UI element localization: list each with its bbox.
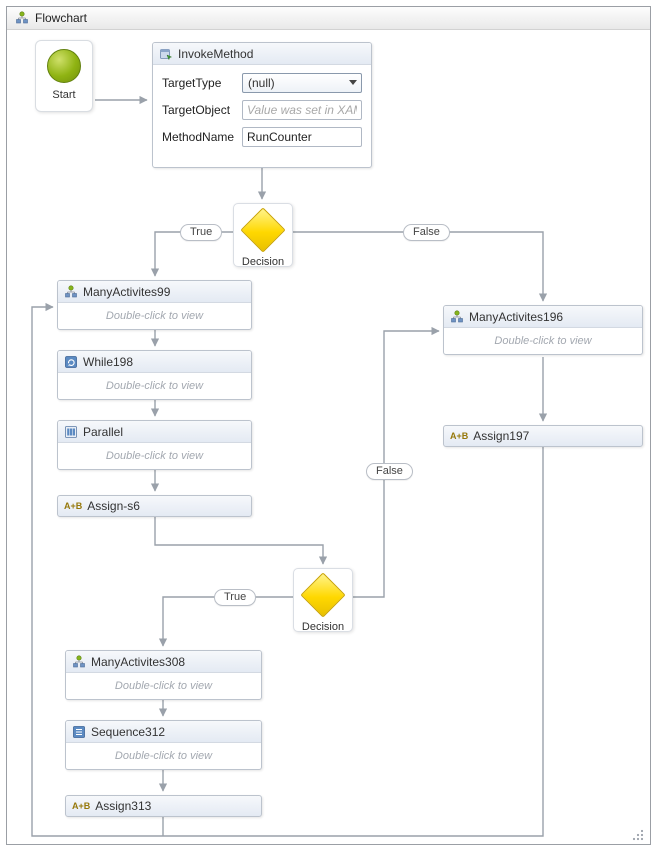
activity-header[interactable]: While198 — [58, 351, 251, 373]
activity-parallel[interactable]: Parallel Double-click to view — [57, 420, 252, 470]
double-click-hint: Double-click to view — [105, 450, 204, 462]
double-click-hint: Double-click to view — [105, 310, 204, 322]
activity-while198[interactable]: While198 Double-click to view — [57, 350, 252, 400]
activity-manyactivites99[interactable]: ManyActivites99 Double-click to view — [57, 280, 252, 330]
activity-sequence312[interactable]: Sequence312 Double-click to view — [65, 720, 262, 770]
methodname-label: MethodName — [162, 129, 235, 144]
start-circle-icon — [47, 49, 81, 83]
branch-label-false-2: False — [366, 463, 413, 480]
activity-body[interactable]: Double-click to view — [58, 373, 251, 399]
activity-title: ManyActivites308 — [91, 654, 186, 669]
assign-icon: A+B — [450, 431, 469, 441]
branch-label-true-2: True — [214, 589, 257, 606]
methodname-input[interactable] — [242, 126, 362, 147]
activity-header[interactable]: InvokeMethod — [153, 43, 371, 65]
assign-icon: A+B — [72, 801, 91, 811]
activity-header[interactable]: ManyActivites196 — [444, 306, 642, 328]
activity-header[interactable]: Parallel — [58, 421, 251, 443]
flowchart-activity-icon — [72, 654, 86, 669]
activity-body[interactable]: Double-click to view — [444, 328, 642, 354]
activity-title: Assign313 — [95, 799, 152, 813]
decision-label: Decision — [301, 621, 345, 633]
flowchart-activity-icon — [450, 309, 464, 324]
activity-header[interactable]: Sequence312 — [66, 721, 261, 743]
activity-invokemethod[interactable]: InvokeMethod TargetType (null) TargetObj… — [152, 42, 372, 168]
branch-label-true-1: True — [180, 224, 223, 241]
targetobject-input[interactable] — [242, 99, 362, 120]
double-click-hint: Double-click to view — [105, 380, 204, 392]
activity-manyactivites308[interactable]: ManyActivites308 Double-click to view — [65, 650, 262, 700]
activity-body[interactable]: Double-click to view — [66, 743, 261, 769]
targettype-dropdown[interactable]: (null) — [242, 72, 362, 93]
start-label: Start — [52, 89, 76, 101]
activity-body[interactable]: Double-click to view — [58, 303, 251, 329]
targettype-label: TargetType — [162, 75, 222, 90]
property-row-targettype: TargetType (null) — [162, 72, 362, 93]
decision-node-1[interactable]: Decision — [233, 203, 293, 268]
parallel-icon — [64, 425, 78, 439]
property-row-targetobject: TargetObject — [162, 99, 362, 120]
resize-grip[interactable] — [629, 826, 645, 842]
chevron-down-icon — [349, 79, 357, 85]
decision-diamond-icon[interactable] — [300, 572, 346, 618]
start-node[interactable]: Start — [35, 40, 93, 112]
activity-header[interactable]: ManyActivites99 — [58, 281, 251, 303]
activity-assign313[interactable]: A+B Assign313 — [65, 795, 262, 817]
decision-label: Decision — [241, 256, 285, 268]
activity-title: Assign-s6 — [87, 499, 140, 513]
decision-node-2[interactable]: Decision — [293, 568, 353, 633]
branch-label-false-1: False — [403, 224, 450, 241]
while-loop-icon — [64, 355, 78, 369]
activity-title: ManyActivites196 — [469, 309, 564, 324]
activity-title: Parallel — [83, 424, 124, 439]
targettype-value: (null) — [248, 75, 275, 90]
invoke-method-icon — [159, 47, 173, 61]
double-click-hint: Double-click to view — [114, 680, 213, 692]
activity-title: While198 — [83, 354, 134, 369]
decision-diamond-icon[interactable] — [240, 207, 286, 253]
invoke-property-grid: TargetType (null) TargetObject MethodNam… — [153, 65, 371, 147]
double-click-hint: Double-click to view — [114, 750, 213, 762]
activity-title: Assign197 — [473, 429, 530, 443]
targetobject-label: TargetObject — [162, 102, 231, 117]
activity-manyactivites196[interactable]: ManyActivites196 Double-click to view — [443, 305, 643, 355]
assign-icon: A+B — [64, 501, 83, 511]
flowchart-title: Flowchart — [35, 11, 88, 25]
flowchart-activity-icon — [64, 284, 78, 299]
flowchart-title-bar[interactable]: Flowchart — [7, 7, 650, 30]
property-row-methodname: MethodName — [162, 126, 362, 147]
activity-body[interactable]: Double-click to view — [58, 443, 251, 469]
activity-body[interactable]: Double-click to view — [66, 673, 261, 699]
activity-title: InvokeMethod — [178, 46, 254, 61]
double-click-hint: Double-click to view — [494, 335, 592, 347]
activity-assign197[interactable]: A+B Assign197 — [443, 425, 643, 447]
activity-title: ManyActivites99 — [83, 284, 171, 299]
activity-assign-s6[interactable]: A+B Assign-s6 — [57, 495, 252, 517]
sequence-icon — [72, 725, 86, 739]
activity-title: Sequence312 — [91, 724, 166, 739]
activity-header[interactable]: ManyActivites308 — [66, 651, 261, 673]
flowchart-icon — [15, 11, 29, 25]
